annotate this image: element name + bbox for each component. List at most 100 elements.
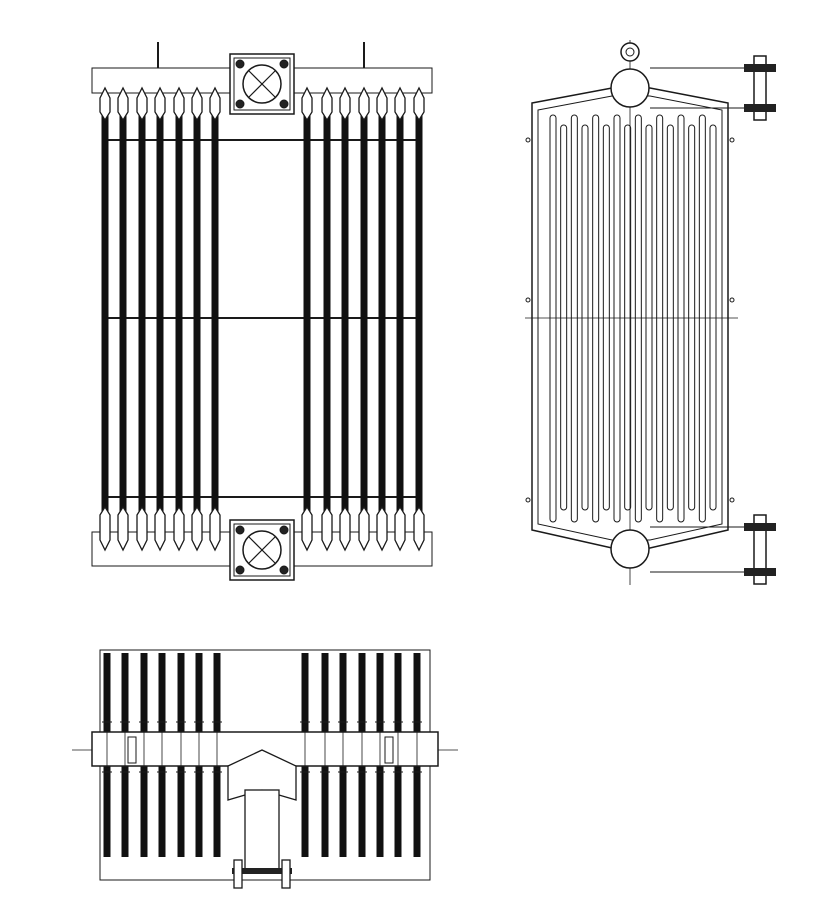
tube-end-top [376,86,388,122]
heating-tube [176,653,186,857]
heating-tube [212,653,222,857]
flange-plate [229,53,295,115]
tube-loop [560,124,568,511]
heating-tube [157,653,167,857]
heating-tube [191,86,203,552]
tube-body [101,110,109,520]
tube-loop [666,124,674,511]
heating-tube [393,653,403,857]
tube-body [396,110,404,520]
heating-tube [339,86,351,552]
flange-body [753,514,767,585]
heating-tube [376,86,388,552]
bolted-flange [650,55,776,121]
tube-loop [624,124,632,511]
tube-body [341,110,349,520]
tube-lower [321,765,329,857]
support-pin [729,297,735,303]
tube-upper [121,653,129,733]
tube-end-bottom [394,505,406,552]
sight-slot [127,736,137,764]
tube-end-top [173,86,185,122]
heating-tube [194,653,204,857]
tube-upper [376,653,384,733]
tube-lower [213,765,221,857]
tube-body [323,110,331,520]
tube-end-bottom [339,505,351,552]
support-pin [525,297,531,303]
bolt [744,568,776,576]
tube-upper [158,653,166,733]
tube-end-bottom [413,505,425,552]
flange-bolt [281,859,291,889]
bolt-head [235,565,245,575]
tube-end-top [191,86,203,122]
bolt-head [235,99,245,109]
heating-tube [139,653,149,857]
heating-tube [321,86,333,552]
tube-body [156,110,164,520]
support-pin [729,137,735,143]
tube-body [415,110,423,520]
tube-loop [613,114,621,523]
flange-bore [242,530,282,570]
inlet-nozzle [610,68,650,108]
bolt-head [235,525,245,535]
tube-upper [339,653,347,733]
tube-lower [140,765,148,857]
support-pin [525,497,531,503]
flange-inner [233,523,291,577]
bolt [744,64,776,72]
cross-line [248,536,276,564]
tube-end-bottom [376,505,388,552]
tube-body [378,110,386,520]
tube-upper [103,653,111,733]
tube-upper [301,653,309,733]
tube-loop [592,114,600,523]
bolted-flange [650,514,776,585]
tube-lower [301,765,309,857]
tube-lower [177,765,185,857]
heating-tube [120,653,130,857]
tube-loop [656,114,664,523]
heating-tube [358,86,370,552]
bolt-head [279,99,289,109]
flange-bore [242,64,282,104]
bolt [744,104,776,112]
tube-loop [677,114,685,523]
tube-body [119,110,127,520]
flange-inner [233,57,291,111]
lifting-lug [620,42,640,62]
heating-tube [209,86,221,552]
tube-loop [645,124,653,511]
tube-end-top [301,86,313,122]
tube-end-bottom [173,505,185,552]
heating-tube [301,86,313,552]
tube-body [175,110,183,520]
tube-loop [549,114,557,523]
heating-tube [412,653,422,857]
tube-upper [413,653,421,733]
heating-tube [117,86,129,552]
support-pin [729,497,735,503]
tube-end-top [99,86,111,122]
heating-tube [357,653,367,857]
tube-upper [321,653,329,733]
bolt [744,523,776,531]
tube-loop [698,114,706,523]
heating-tube [102,653,112,857]
tube-body [303,110,311,520]
tube-end-bottom [117,505,129,552]
bolt-head [279,565,289,575]
tube-loop [581,124,589,511]
tube-loop [709,124,717,511]
tube-body [360,110,368,520]
side-view [525,40,776,585]
tube-end-top [321,86,333,122]
cross-line [248,70,276,98]
heating-tube [173,86,185,552]
tube-body [211,110,219,520]
tube-upper [358,653,366,733]
tube-lower [413,765,421,857]
tube-end-bottom [191,505,203,552]
